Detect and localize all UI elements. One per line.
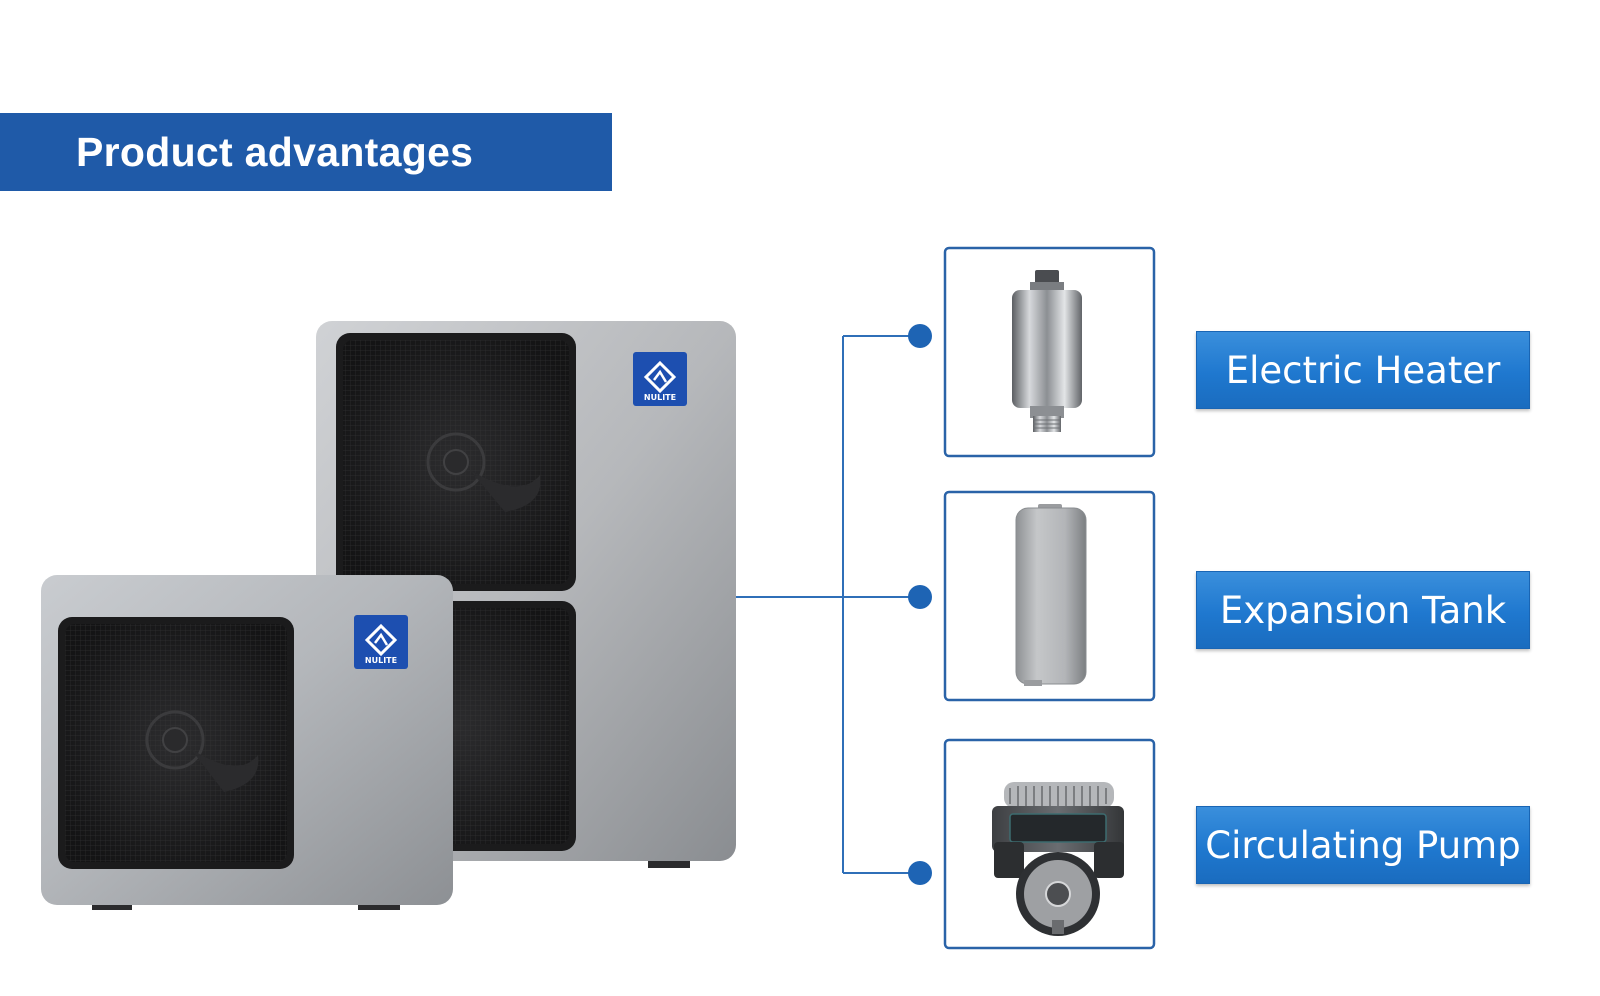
circulating-pump-icon [992, 782, 1124, 936]
connector-dot [908, 324, 932, 348]
feature-label-circulating-pump: Circulating Pump [1196, 806, 1530, 884]
expansion-tank-icon [1015, 504, 1087, 686]
connector-dot [908, 585, 932, 609]
connector-lines [736, 335, 922, 874]
brand-logo-large: NULITE [644, 393, 676, 402]
title-banner: Product advantages [0, 113, 612, 191]
connector-dot [908, 861, 932, 885]
small-heat-pump-unit: NULITE [41, 575, 453, 910]
feature-label-electric-heater: Electric Heater [1196, 331, 1530, 409]
page-title: Product advantages [76, 128, 474, 175]
feature-label-expansion-tank: Expansion Tank [1196, 571, 1530, 649]
electric-heater-icon [1012, 270, 1082, 432]
brand-logo-small: NULITE [365, 656, 397, 665]
